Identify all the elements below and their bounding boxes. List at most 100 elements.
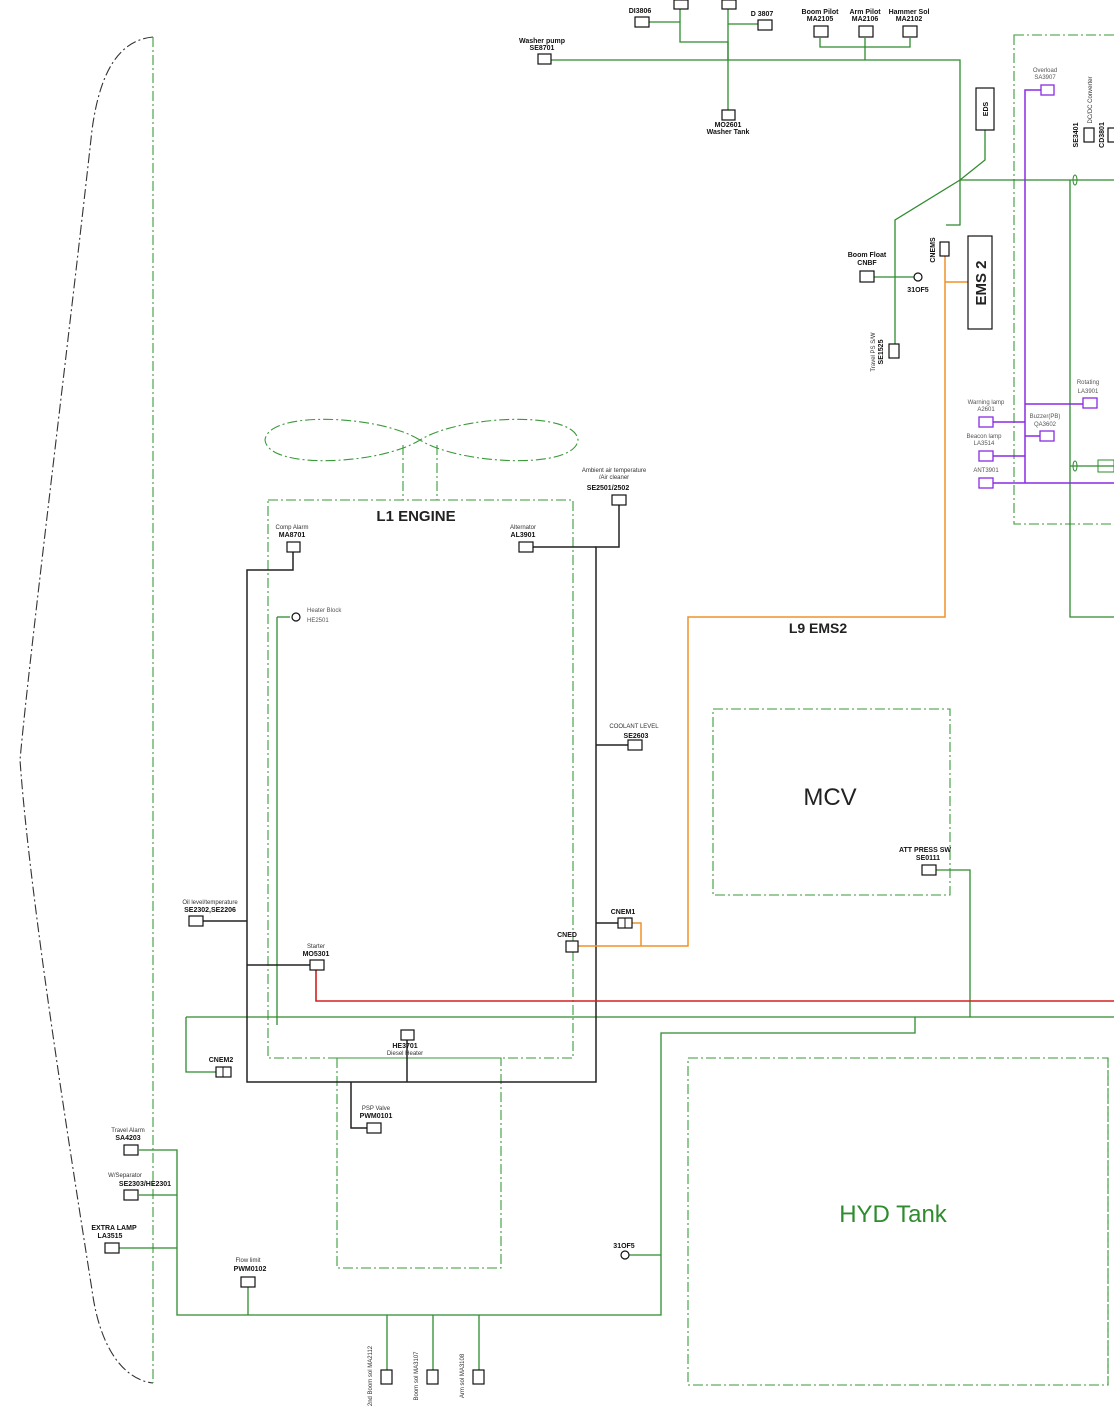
starter-connector[interactable]	[309, 959, 325, 971]
travel-ps-connector[interactable]	[888, 343, 900, 359]
hammer-sol-connector[interactable]	[902, 25, 918, 38]
ambient-connector[interactable]	[611, 494, 627, 506]
cable-clip-2	[1072, 460, 1078, 472]
he3701-desc: Diesel Heater	[387, 1051, 423, 1057]
warning-lamp-code: A2601	[977, 407, 995, 413]
mo2601-desc: Washer Tank	[707, 129, 750, 136]
ems2-box	[967, 235, 993, 330]
warning-lamp-label: Warning lamp	[968, 400, 1005, 406]
boom2-sol-connector[interactable]	[380, 1369, 393, 1385]
rotating-label: Rotating	[1077, 380, 1099, 386]
cable-clip-1	[1072, 174, 1078, 186]
ems2-label: EMS 2	[973, 260, 990, 305]
ant3901-connector[interactable]	[978, 477, 994, 489]
rotating-connector[interactable]	[1082, 397, 1098, 409]
psp-valve-code: PWM0101	[360, 1113, 393, 1120]
buzzer-connector[interactable]	[1039, 430, 1055, 442]
starter-code: MO5301	[303, 951, 330, 958]
hyd-temp-sensor[interactable]	[620, 1250, 630, 1260]
green-harness	[119, 5, 1114, 1372]
overload-connector[interactable]	[1040, 84, 1055, 96]
mcv-zone	[712, 708, 951, 896]
flow-limit-connector[interactable]	[240, 1276, 256, 1288]
cab-zone	[1013, 34, 1114, 525]
he3701-code: HE3701	[392, 1043, 417, 1050]
engine-fan-symbol	[264, 418, 579, 462]
top-connector-b[interactable]	[721, 0, 737, 10]
mo2601-connector[interactable]	[721, 109, 736, 121]
rotating-code: LA3901	[1078, 389, 1099, 395]
se3401-label: SE3401	[1073, 122, 1080, 147]
overload-code: SA3907	[1034, 75, 1056, 81]
boom-float-label: Boom Float	[848, 252, 887, 259]
cnem2-label: CNEM2	[209, 1057, 234, 1064]
engine-title: L1 ENGINE	[376, 508, 455, 525]
oil-level-connector[interactable]	[188, 915, 204, 927]
cned-connector[interactable]	[565, 940, 579, 953]
flow-limit-label: Flow limit	[236, 1258, 261, 1264]
se3401-connector[interactable]	[1083, 127, 1095, 143]
heater-block-code: HE2501	[307, 618, 329, 624]
si-sensor[interactable]	[913, 272, 923, 282]
pump-zone	[336, 1057, 502, 1269]
oil-level-code: SE2302,SE2206	[184, 907, 236, 914]
hyd-temp-label: 31OF5	[613, 1243, 635, 1250]
engine-zone	[267, 499, 574, 1059]
cnem1-label: CNEM1	[611, 909, 636, 916]
w-separator-code: SE2303/HE2301	[119, 1181, 171, 1188]
eds-label: EDS	[983, 101, 990, 116]
beacon-lamp-connector[interactable]	[978, 450, 994, 462]
psp-valve-connector[interactable]	[366, 1122, 382, 1134]
cnems-connector[interactable]	[939, 241, 950, 257]
boom-sol-label: Boom sol MA3107	[414, 1351, 420, 1401]
att-press-connector[interactable]	[921, 864, 937, 876]
ambient-label-1: Ambient air temperature	[582, 468, 647, 474]
extra-lamp-code: LA3515	[98, 1233, 123, 1240]
cd3801-connector[interactable]	[1107, 127, 1114, 143]
eds-box	[975, 87, 995, 131]
extra-lamp-connector[interactable]	[104, 1242, 120, 1254]
cnems-label: CNEMS	[930, 237, 937, 263]
l9-ems2-label: L9 EMS2	[789, 620, 848, 636]
alternator-connector[interactable]	[518, 541, 534, 553]
di3806-label: DI3806	[629, 8, 652, 15]
boom2-sol-label: 2nd Boom sol MA2112	[368, 1345, 374, 1406]
extra-lamp-label: EXTRA LAMP	[91, 1225, 137, 1232]
starter-label: Starter	[307, 944, 325, 950]
d3807-connector[interactable]	[757, 19, 773, 31]
top-connector-a[interactable]	[673, 0, 689, 10]
buzzer-code: QA3602	[1034, 422, 1057, 428]
ant3901-label: ANT3901	[973, 468, 999, 474]
travel-alarm-label: Travel Alarm	[111, 1128, 144, 1134]
boom-float-connector[interactable]	[859, 270, 875, 283]
coolant-connector[interactable]	[627, 739, 643, 751]
coolant-code: SE2603	[624, 733, 649, 740]
boom-pilot-connector[interactable]	[813, 25, 829, 38]
travel-alarm-code: SA4203	[115, 1135, 140, 1142]
boom-sol-connector[interactable]	[426, 1369, 439, 1385]
oil-level-label: Oil level/temperature	[182, 900, 238, 906]
orange-cnem1-wire	[632, 922, 642, 946]
cd3801-label: CD3801	[1099, 122, 1106, 148]
di3806-connector[interactable]	[634, 16, 650, 28]
w-separator-connector[interactable]	[123, 1189, 139, 1201]
travel-alarm-connector[interactable]	[123, 1144, 139, 1156]
arm-pilot-connector[interactable]	[858, 25, 874, 38]
comp-alarm-connector[interactable]	[286, 541, 301, 553]
washer-pump-code: SE8701	[530, 45, 555, 52]
he3701-connector[interactable]	[400, 1029, 415, 1041]
att-press-label: ATT PRESS SW	[899, 847, 951, 854]
psp-valve-label: PSP Valve	[362, 1106, 391, 1112]
washer-pump-connector[interactable]	[537, 53, 552, 65]
beacon-lamp-code: LA3514	[974, 441, 995, 447]
hyd-tank-label: HYD Tank	[839, 1201, 948, 1228]
boom-pilot-label: Boom Pilot	[802, 9, 840, 16]
arm-sol-connector[interactable]	[472, 1369, 485, 1385]
boom-pilot-code: MA2105	[807, 16, 834, 23]
warning-lamp-connector[interactable]	[978, 416, 994, 428]
ambient-label-2: /Air cleaner	[599, 475, 629, 481]
alternator-label: Alternator	[510, 525, 536, 531]
ambient-code: SE2501/2502	[587, 485, 630, 492]
heater-block-sensor[interactable]	[291, 612, 301, 622]
d3807-label: D 3807	[751, 11, 774, 18]
